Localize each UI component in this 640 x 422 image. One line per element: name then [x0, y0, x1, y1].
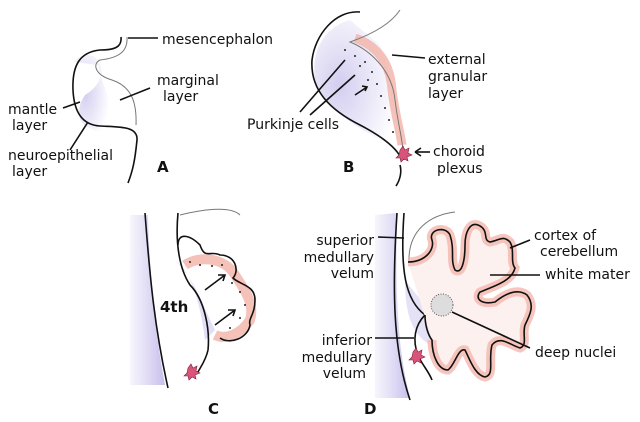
panel-label-c: C	[208, 400, 219, 418]
choroid-plexus-icon	[183, 363, 201, 381]
panel-label-b: B	[343, 158, 354, 176]
label-superior-medullary-velum-2: medullary	[304, 250, 374, 266]
label-cortex-of-cerebellum-2: cerebellum	[540, 244, 618, 260]
label-neuroepithelial-layer-1: neuroepithelial	[8, 148, 113, 164]
choroid-plexus-icon	[395, 145, 413, 163]
panel-label-a: A	[157, 158, 169, 176]
panel-d: superior medullary velum cortex of cereb…	[302, 211, 630, 418]
panel-c: 4th C	[130, 208, 257, 418]
label-choroid-plexus-2: plexus	[437, 161, 483, 177]
label-mantle-layer-2: layer	[12, 118, 47, 134]
choroid-plexus-icon	[408, 347, 426, 365]
label-neuroepithelial-layer-2: layer	[12, 164, 47, 180]
label-choroid-plexus-1: choroid	[433, 144, 485, 160]
label-external-granular-layer-1: external	[428, 52, 486, 68]
label-marginal-layer-2: layer	[163, 89, 198, 105]
panel-b: external granular layer Purkinje cells c…	[247, 9, 487, 187]
label-white-mater: white mater	[545, 267, 630, 283]
panel-label-d: D	[364, 400, 376, 418]
label-mantle-layer-1: mantle	[8, 102, 57, 118]
deep-nuclei	[430, 293, 454, 317]
label-inferior-medullary-velum-2: medullary	[302, 350, 372, 366]
label-external-granular-layer-2: granular	[428, 69, 487, 85]
label-inferior-medullary-velum-1: inferior	[322, 333, 373, 349]
panel-a: mesencephalon marginal layer mantle laye…	[8, 32, 273, 184]
label-purkinje-cells: Purkinje cells	[247, 117, 339, 133]
label-cortex-of-cerebellum-1: cortex of	[534, 228, 597, 244]
label-superior-medullary-velum-3: velum	[331, 266, 374, 282]
label-4th-ventricle: 4th	[160, 298, 188, 316]
label-mesencephalon: mesencephalon	[162, 32, 273, 48]
label-deep-nuclei: deep nuclei	[535, 345, 616, 361]
label-marginal-layer-1: marginal	[157, 73, 219, 89]
label-external-granular-layer-3: layer	[428, 86, 463, 102]
label-inferior-medullary-velum-3: velum	[323, 366, 366, 382]
label-superior-medullary-velum-1: superior	[316, 233, 374, 249]
